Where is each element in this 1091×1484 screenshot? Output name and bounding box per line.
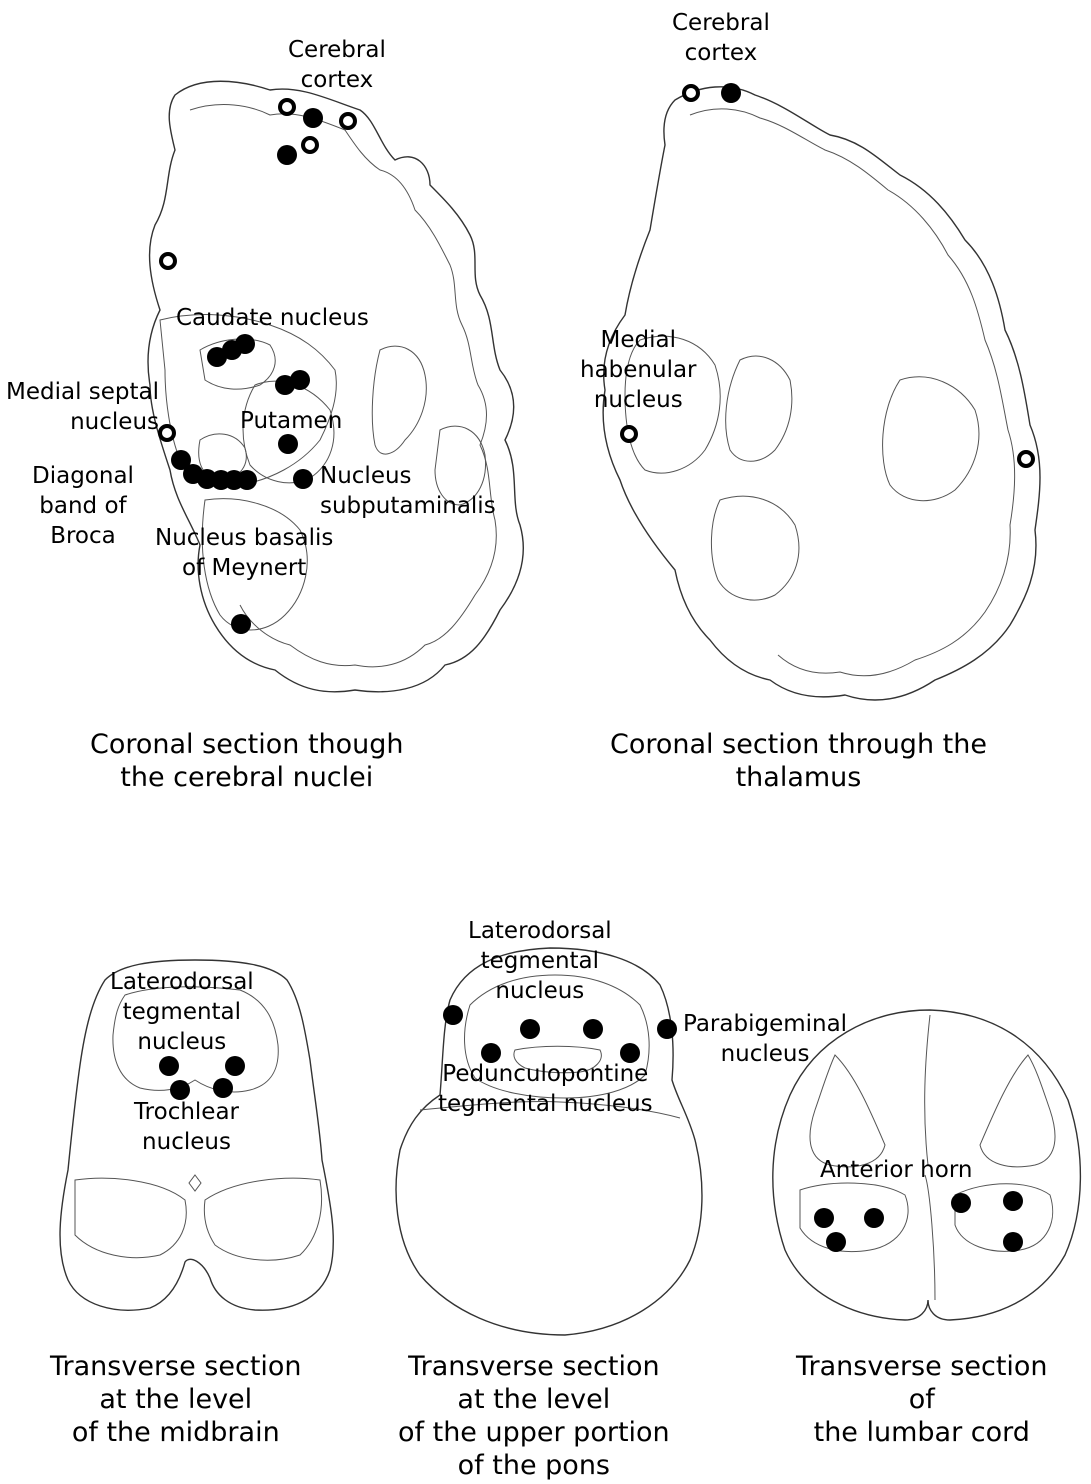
marker-filled: [443, 1005, 463, 1025]
marker-filled: [583, 1019, 603, 1039]
marker-open: [1019, 452, 1033, 466]
marker-filled: [237, 470, 257, 490]
caption-transverse-midbrain: Transverse section at the level of the m…: [50, 1350, 302, 1449]
marker-filled: [520, 1019, 540, 1039]
marker-filled: [159, 1056, 179, 1076]
label-cerebral-cortex: Cerebral cortex: [288, 35, 386, 95]
marker-filled: [231, 614, 251, 634]
label-laterodorsal-tegmental-pons: Laterodorsal tegmental nucleus: [468, 916, 612, 1006]
marker-open: [160, 426, 174, 440]
transverse-pons-dots: [443, 1005, 677, 1063]
marker-open: [622, 427, 636, 441]
marker-filled: [814, 1208, 834, 1228]
label-cerebral-cortex-thalamus: Cerebral cortex: [672, 8, 770, 68]
marker-filled: [1003, 1232, 1023, 1252]
marker-filled: [235, 334, 255, 354]
transverse-lumbar-dots: [814, 1191, 1023, 1252]
marker-filled: [657, 1019, 677, 1039]
caption-transverse-lumbar: Transverse section of the lumbar cord: [796, 1350, 1048, 1449]
transverse-pons-outline: [396, 948, 702, 1335]
marker-filled: [826, 1232, 846, 1252]
label-medial-septal-nucleus: Medial septal nucleus: [6, 377, 159, 437]
marker-open: [161, 254, 175, 268]
caption-coronal-thalamus: Coronal section through the thalamus: [610, 728, 987, 794]
marker-filled: [864, 1208, 884, 1228]
label-nucleus-basalis-of-meynert: Nucleus basalis of Meynert: [155, 523, 333, 583]
coronal-cerebral-nuclei-outline: [148, 81, 523, 692]
label-pedunculopontine-tegmental-nucleus: Pedunculopontine tegmental nucleus: [438, 1059, 653, 1119]
label-nucleus-subputaminalis: Nucleus subputaminalis: [320, 461, 496, 521]
marker-filled: [951, 1193, 971, 1213]
label-medial-habenular-nucleus: Medial habenular nucleus: [580, 325, 697, 415]
label-anterior-horn: Anterior horn: [820, 1155, 972, 1185]
marker-filled: [277, 145, 297, 165]
marker-filled: [213, 1078, 233, 1098]
marker-filled: [293, 469, 313, 489]
marker-filled: [290, 370, 310, 390]
marker-filled: [721, 83, 741, 103]
marker-filled: [1003, 1191, 1023, 1211]
marker-open: [684, 86, 698, 100]
label-trochlear-nucleus: Trochlear nucleus: [134, 1097, 239, 1157]
caption-coronal-cerebral-nuclei: Coronal section though the cerebral nucl…: [90, 728, 404, 794]
label-caudate-nucleus: Caudate nucleus: [176, 303, 369, 333]
caption-transverse-pons: Transverse section at the level of the u…: [398, 1350, 670, 1482]
marker-filled: [303, 108, 323, 128]
label-parabigeminal-nucleus: Parabigeminal nucleus: [683, 1009, 847, 1069]
transverse-midbrain-dots: [159, 1056, 245, 1100]
marker-filled: [278, 434, 298, 454]
label-putamen: Putamen: [240, 406, 342, 436]
marker-open: [341, 114, 355, 128]
label-laterodorsal-tegmental-midbrain: Laterodorsal tegmental nucleus: [110, 967, 254, 1057]
marker-open: [303, 138, 317, 152]
marker-filled: [225, 1056, 245, 1076]
marker-open: [280, 100, 294, 114]
label-diagonal-band-of-broca: Diagonal band of Broca: [32, 461, 134, 551]
